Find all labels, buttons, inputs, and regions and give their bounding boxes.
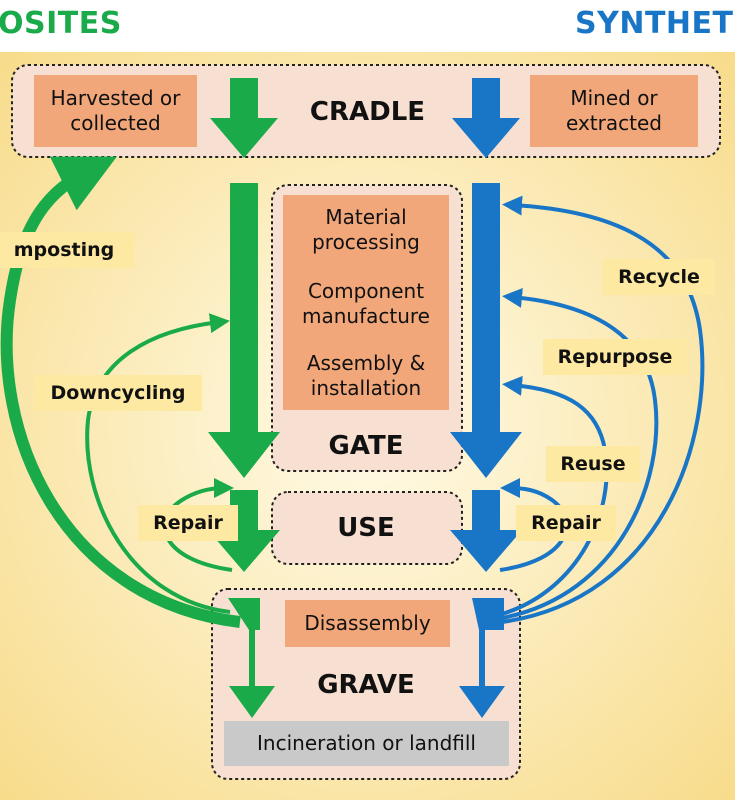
cradle-title: CRADLE xyxy=(309,97,426,127)
gate-step-assembly: Assembly & installation xyxy=(306,351,426,400)
composting-loop xyxy=(0,156,241,628)
grave-title: GRAVE xyxy=(317,670,415,700)
repurpose-loop xyxy=(501,287,659,620)
tag-recycle: Recycle xyxy=(603,259,715,295)
tag-downcycling: Downcycling xyxy=(34,375,202,411)
green-cradle-arrow xyxy=(210,78,278,158)
green-gate-arrow xyxy=(208,183,280,478)
use-title: USE xyxy=(337,513,395,543)
blue-grave-arrow xyxy=(459,598,505,718)
gate-step-component: Component manufacture xyxy=(302,279,430,328)
cradle-harvested-box: Harvested or collected xyxy=(34,75,197,147)
gate-title: GATE xyxy=(328,431,404,461)
header-composites: OSITES xyxy=(0,6,122,41)
disassembly-box: Disassembly xyxy=(285,600,450,647)
tag-composting: mposting xyxy=(0,232,134,268)
tag-repurpose: Repurpose xyxy=(543,339,687,375)
downcycling-loop xyxy=(85,313,231,614)
gate-step-material: Material processing xyxy=(312,205,420,254)
tag-repair-left: Repair xyxy=(138,505,238,541)
cradle-mined-box: Mined or extracted xyxy=(530,75,698,147)
incineration-box: Incineration or landfill xyxy=(224,721,509,766)
blue-use-arrow xyxy=(450,490,522,572)
tag-reuse: Reuse xyxy=(546,446,640,482)
header-synthetics: SYNTHETIC xyxy=(575,6,735,41)
recycle-loop xyxy=(501,195,705,624)
green-use-arrow xyxy=(208,490,280,572)
green-grave-arrow xyxy=(228,598,275,718)
use-box xyxy=(271,491,463,565)
tag-repair-right: Repair xyxy=(516,505,616,541)
blue-gate-arrow xyxy=(450,183,522,478)
blue-cradle-arrow xyxy=(452,78,520,158)
gate-process-box xyxy=(283,195,449,410)
